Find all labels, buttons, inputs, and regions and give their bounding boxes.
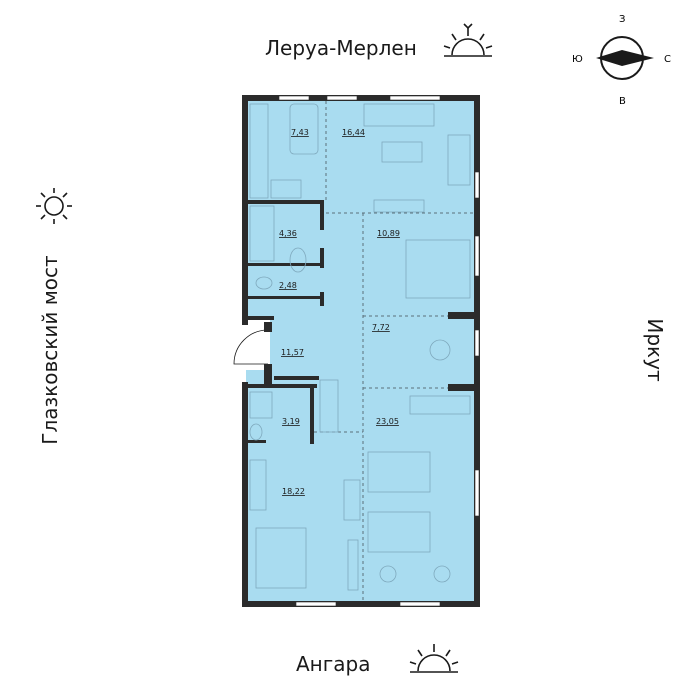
floor-area (246, 100, 476, 605)
coffee-table-icon (381, 141, 423, 163)
bed-3-icon (367, 511, 431, 553)
direction-label-bottom: Ангара (296, 652, 371, 676)
wardrobe-icon (409, 395, 471, 415)
hall-wardrobe-icon (319, 379, 339, 433)
desk-icon (343, 479, 361, 521)
toilet-2-icon (249, 423, 263, 441)
bed-2-icon (367, 451, 431, 493)
tv-stand-icon (373, 199, 425, 213)
compass-east: С (664, 54, 671, 65)
compass-north: З (619, 14, 625, 25)
sun-icon-left (36, 188, 72, 224)
compass: З В Ю С (572, 14, 671, 107)
room-area-bathroom-2: 3,19 (282, 417, 300, 426)
watermark-logo: Домклик (24, 668, 102, 686)
compass-west: Ю (572, 54, 583, 65)
washbasin-icon (289, 247, 307, 273)
room-area-toilet: 2,48 (279, 281, 297, 290)
compass-south: В (619, 96, 626, 107)
room-area-kitchen: 7,43 (291, 128, 309, 137)
room-area-room: 7,72 (372, 323, 390, 332)
closet-icon (249, 459, 267, 511)
bed-4-icon (255, 527, 307, 589)
bed-icon (405, 239, 471, 299)
sofa-icon (363, 103, 435, 127)
chair-icon (429, 339, 451, 361)
sunrise-icon-top (443, 23, 493, 57)
shower-icon (249, 391, 273, 419)
shelf-icon (347, 539, 359, 591)
room-area-bedroom: 10,89 (377, 229, 400, 238)
room-area-bedroom-3: 18,22 (282, 487, 305, 496)
room-area-bedroom-2: 23,05 (376, 417, 399, 426)
toilet-icon (255, 276, 273, 290)
chair-2-icon (379, 565, 397, 583)
room-area-living: 16,44 (342, 128, 365, 137)
chair-3-icon (433, 565, 451, 583)
dining-table-icon (289, 103, 319, 155)
windows (278, 95, 480, 607)
bathtub-icon (249, 205, 275, 262)
entrance-door-icon (233, 329, 269, 365)
room-area-hallway: 11,57 (281, 348, 304, 357)
compass-needle-icon (596, 50, 654, 66)
sink-icon (270, 179, 302, 199)
room-area-bathroom: 4,36 (279, 229, 297, 238)
armchair-icon (447, 134, 471, 186)
direction-label-top: Леруа-Мерлен (265, 36, 417, 60)
sunrise-icon-bottom (409, 644, 459, 673)
furniture (249, 103, 471, 591)
kitchen-counter-icon (249, 103, 269, 199)
room-labels: 7,43 16,44 4,36 2,48 10,89 7,72 11,57 3,… (279, 128, 400, 496)
